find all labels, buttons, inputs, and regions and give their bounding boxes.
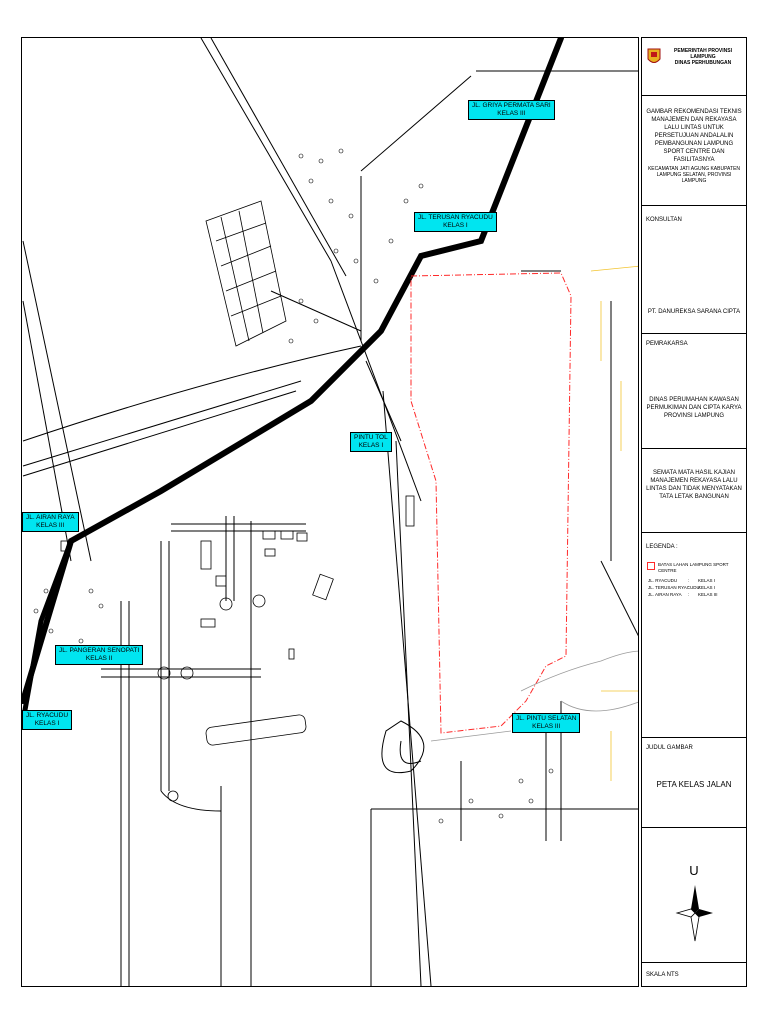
legend-road: JL. RYACUDU bbox=[648, 578, 678, 583]
legend-class: KELAS I bbox=[698, 585, 716, 590]
legend-road: JL. AIRAN RAYA bbox=[648, 592, 682, 597]
provincial-crest-icon bbox=[647, 48, 661, 63]
road-label-class: KELAS III bbox=[36, 522, 65, 529]
project-title-cell: GAMBAR REKOMENDASI TEKNIS MANAJEMEN DAN … bbox=[642, 96, 746, 206]
legend-item: JL. TERUSAN RYACUDU : KELAS I bbox=[648, 585, 748, 591]
drawing-title-heading: JUDUL GAMBAR bbox=[646, 745, 693, 751]
road-map bbox=[22, 38, 638, 986]
road-label-class: KELAS III bbox=[532, 723, 561, 730]
road-label-name: JL. PINTU SELATAN bbox=[516, 715, 577, 722]
legend-item: JL. AIRAN RAYA : KELAS III bbox=[648, 592, 748, 598]
road-label-class: KELAS III bbox=[497, 110, 526, 117]
road-label-name: JL. TERUSAN RYACUDU bbox=[418, 214, 493, 221]
disclaimer-text: SEMATA MATA HASIL KAJIAN MANAJEMEN REKAY… bbox=[646, 470, 742, 500]
road-label-name: PINTU TOL bbox=[354, 434, 388, 441]
road-label-name: JL. GRIYA PERMATA SARI bbox=[472, 102, 551, 109]
legend-separator: : bbox=[688, 592, 690, 597]
road-label-airan-raya: JL. AIRAN RAYA KELAS III bbox=[22, 512, 79, 532]
consultant-name: PT. DANUREKSA SARANA CIPTA bbox=[647, 309, 741, 315]
north-arrow-cell: U bbox=[642, 828, 746, 963]
road-label-pintu-selatan: JL. PINTU SELATAN KELAS III bbox=[512, 713, 581, 733]
drawing-title: PETA KELAS JALAN bbox=[656, 780, 732, 789]
road-label-class: KELAS I bbox=[34, 720, 60, 727]
north-letter: U bbox=[689, 863, 699, 878]
road-label-griya-permata-sari: JL. GRIYA PERMATA SARI KELAS III bbox=[468, 100, 555, 120]
settlement-dots bbox=[33, 148, 554, 824]
road-label-pangeran-senopati: JL. PANGERAN SENOPATI KELAS II bbox=[55, 645, 144, 665]
agency-division: DINAS PERHUBUNGAN bbox=[674, 60, 732, 66]
proponent-heading: PEMRAKARSA bbox=[646, 341, 688, 347]
legend-separator: : bbox=[688, 585, 690, 590]
road-label-name: JL. RYACUDU bbox=[26, 712, 69, 719]
legend-road: JL. TERUSAN RYACUDU bbox=[648, 585, 700, 590]
road-label-ryacudu: JL. RYACUDU KELAS I bbox=[22, 710, 73, 730]
road-label-class: KELAS II bbox=[85, 655, 113, 662]
site-boundary-swatch-icon bbox=[647, 562, 655, 570]
road-label-name: JL. PANGERAN SENOPATI bbox=[59, 647, 140, 654]
agency-name: PEMERINTAH PROVINSI LAMPUNG bbox=[674, 48, 732, 60]
map-frame: JL. GRIYA PERMATA SARI KELAS III JL. TER… bbox=[21, 37, 639, 987]
agency-header: PEMERINTAH PROVINSI LAMPUNG DINAS PERHUB… bbox=[642, 38, 746, 96]
proponent-cell: PEMRAKARSA DINAS PERUMAHAN KAWASAN PERMU… bbox=[642, 334, 746, 449]
road-label-terusan-ryacudu: JL. TERUSAN RYACUDU KELAS I bbox=[414, 212, 497, 232]
legend-separator: : bbox=[688, 578, 690, 583]
project-title: GAMBAR REKOMENDASI TEKNIS MANAJEMEN DAN … bbox=[646, 109, 742, 163]
minor-roads bbox=[22, 38, 638, 986]
stream-lines bbox=[430, 650, 638, 742]
legend-class: KELAS I bbox=[698, 578, 716, 583]
consultant-cell: KONSULTAN PT. DANUREKSA SARANA CIPTA bbox=[642, 206, 746, 334]
road-label-class: KELAS I bbox=[358, 442, 384, 449]
road-label-pintu-tol: PINTU TOL KELAS I bbox=[350, 432, 392, 452]
buildings bbox=[60, 495, 415, 802]
drawing-title-cell: JUDUL GAMBAR PETA KELAS JALAN bbox=[642, 738, 746, 828]
proponent-name: DINAS PERUMAHAN KAWASAN PERMUKIMAN DAN C… bbox=[646, 397, 742, 419]
scale-cell: SKALA NTS bbox=[642, 963, 746, 988]
road-label-name: JL. AIRAN RAYA bbox=[26, 514, 75, 521]
project-location: KECAMATAN JATI AGUNG KABUPATEN LAMPUNG S… bbox=[647, 166, 741, 184]
scale-text: SKALA NTS bbox=[646, 972, 679, 978]
north-arrow-icon bbox=[675, 885, 713, 942]
subdivision-grid bbox=[205, 200, 287, 347]
yellow-lines bbox=[590, 265, 638, 781]
road-label-class: KELAS I bbox=[443, 222, 468, 229]
legend-heading: LEGENDA : bbox=[646, 544, 678, 550]
legend-item: JL. RYACUDU : KELAS I bbox=[648, 578, 748, 584]
site-boundary bbox=[410, 272, 572, 734]
consultant-heading: KONSULTAN bbox=[646, 217, 682, 223]
legend-cell: LEGENDA : BATAS LAHAN LAMPUNG SPORT CENT… bbox=[642, 533, 746, 738]
main-highway bbox=[22, 38, 564, 724]
legend-boundary-label: BATAS LAHAN LAMPUNG SPORT CENTRE bbox=[658, 562, 729, 573]
disclaimer-cell: SEMATA MATA HASIL KAJIAN MANAJEMEN REKAY… bbox=[642, 449, 746, 533]
title-block: PEMERINTAH PROVINSI LAMPUNG DINAS PERHUB… bbox=[641, 37, 747, 987]
legend-class: KELAS III bbox=[698, 592, 718, 597]
